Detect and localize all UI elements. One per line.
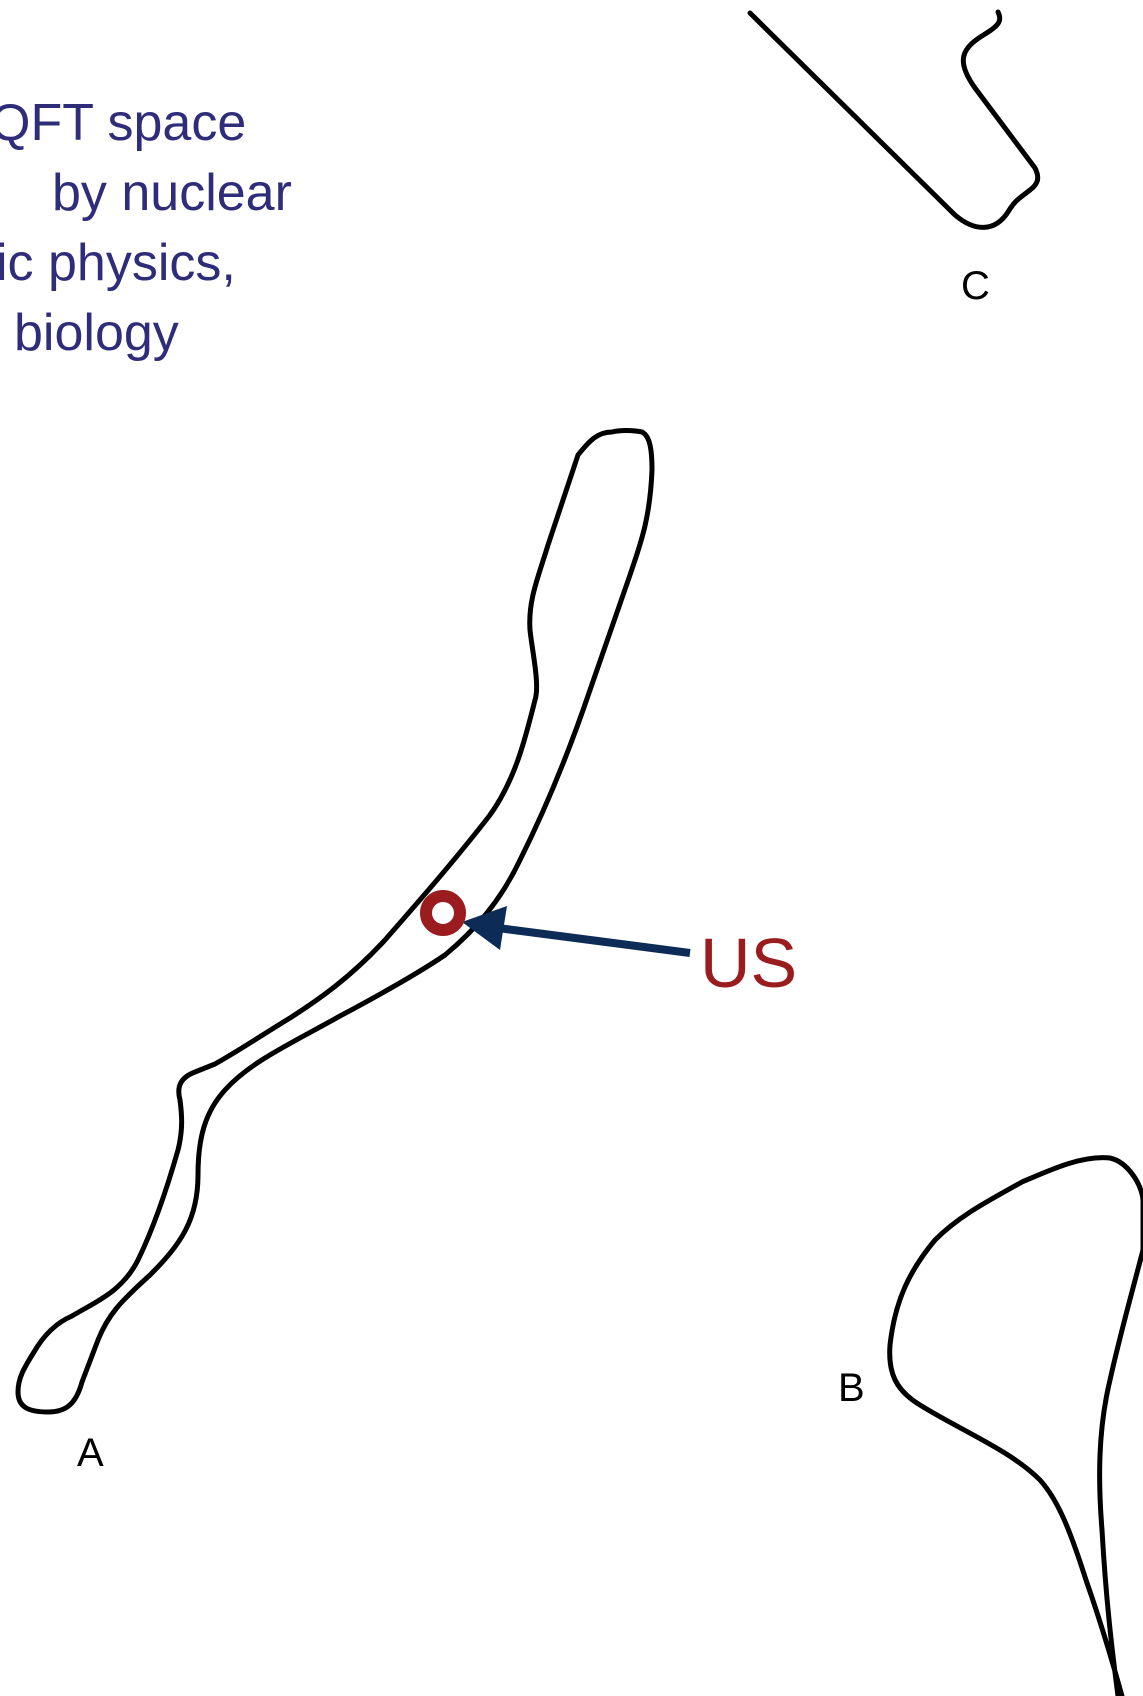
us-marker-dot [426, 896, 460, 930]
region-c-outline [750, 12, 1038, 227]
region-b-label: B [838, 1368, 865, 1408]
region-c-label: C [961, 266, 990, 306]
us-label: US [700, 928, 797, 998]
region-b-outline [890, 1158, 1143, 1696]
us-arrow-shaft [498, 928, 690, 953]
region-a-label: A [77, 1433, 104, 1473]
region-a-outline [18, 431, 652, 1413]
